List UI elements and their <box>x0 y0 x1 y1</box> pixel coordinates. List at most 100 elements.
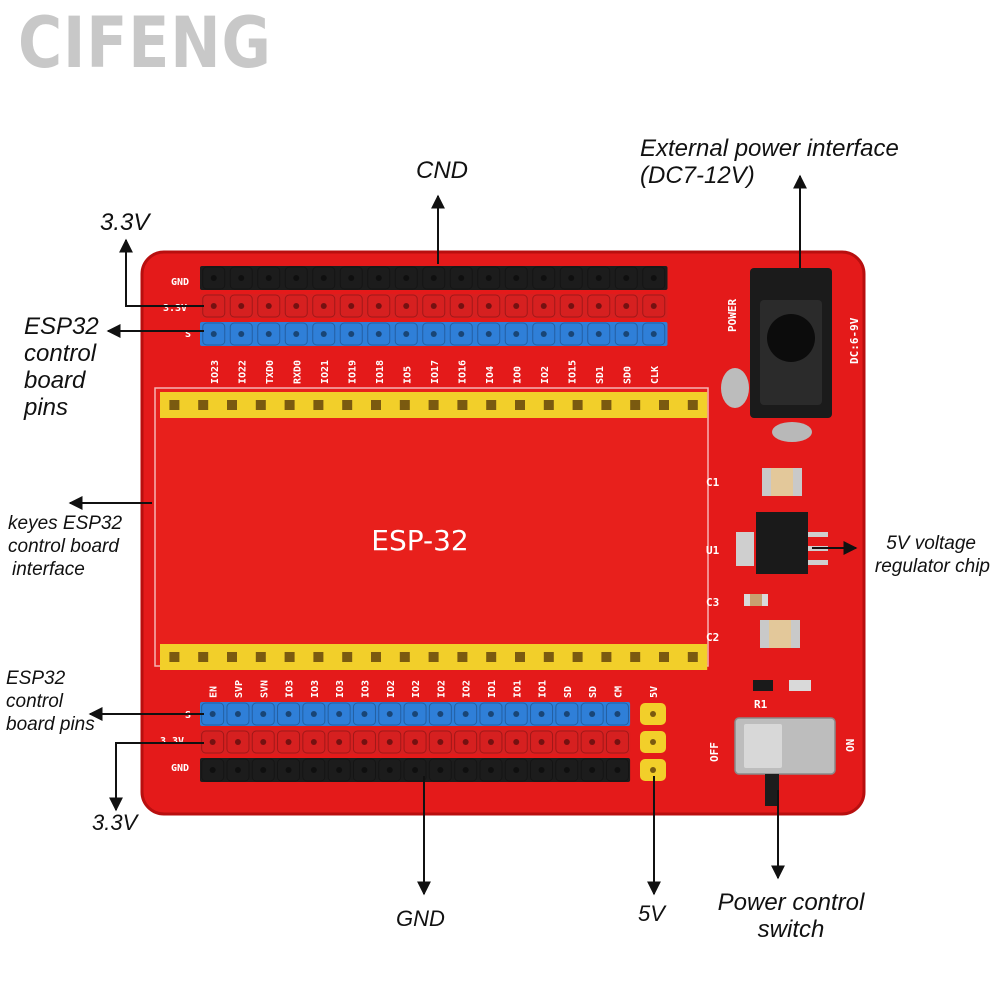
top-33v-row-hole <box>238 303 245 309</box>
top-gnd-row-pin <box>587 266 611 290</box>
bottom-signal-row-hole <box>361 711 368 717</box>
bottom-33v-row-pin <box>251 730 275 754</box>
top-33v-row-hole <box>348 303 355 309</box>
bottom-signal-row-pin <box>428 702 452 726</box>
bottom-33v-row-hole <box>209 739 216 745</box>
bottom-33v-row-pin <box>403 730 427 754</box>
bottom-33v-row-hole <box>589 739 596 745</box>
bottom-33v-row-pin <box>327 730 351 754</box>
callout-33v-bottom: 3.3V <box>92 810 138 835</box>
top-pin-label: IO21 <box>320 360 331 384</box>
callout-keyes-interface: keyes ESP32 control board interface <box>8 513 122 581</box>
bottom-gnd-row-pin <box>504 758 528 782</box>
bottom-gnd-row-pin <box>403 758 427 782</box>
top-33v-row-hole <box>293 303 300 309</box>
top-33v-row-hole <box>485 303 492 309</box>
bottom-signal-row-hole <box>614 711 621 717</box>
top-header-rows <box>200 266 668 346</box>
socket-bottom-hole <box>371 652 381 662</box>
switch-on-label: ON <box>844 739 857 752</box>
bottom-signal-row-hole <box>513 711 520 717</box>
top-33v-row-hole <box>650 303 657 309</box>
bottom-gnd-row-pin <box>428 758 452 782</box>
top-signal-row-pin <box>367 322 391 346</box>
socket-bottom-hole <box>399 652 410 662</box>
top-gnd-row-hole <box>403 275 410 281</box>
bottom-pin-label: SD <box>563 686 574 698</box>
top-33v-row-hole <box>568 303 575 309</box>
top-pin-label: IO23 <box>210 360 221 384</box>
callout-external-power-line1: External power interface <box>640 135 899 162</box>
socket-top-hole <box>284 400 295 410</box>
bottom-33v-row-hole <box>234 739 241 745</box>
bottom-pin-label: IO3 <box>335 680 346 698</box>
bottom-33v-row-pin <box>378 730 402 754</box>
socket-top-hole <box>428 400 439 410</box>
top-gnd-row-pin <box>504 266 528 290</box>
callout-arrows <box>68 174 858 896</box>
bottom-row-label-gnd: GND <box>171 763 189 774</box>
top-signal-row-pin <box>614 322 638 346</box>
top-pin-label: IO18 <box>375 360 386 384</box>
bottom-gnd-row-pin <box>479 758 503 782</box>
bottom-signal-row-hole <box>310 711 317 717</box>
bottom-33v-row-pin <box>277 730 301 754</box>
bottom-pin-label: SVP <box>234 680 245 698</box>
top-33v-row-pin <box>284 294 308 318</box>
switch-off-label: OFF <box>708 742 721 762</box>
top-gnd-row-hole <box>650 275 657 281</box>
capacitor-c3 <box>744 594 768 606</box>
top-gnd-row-hole <box>210 275 217 281</box>
top-signal-row-pin <box>339 322 363 346</box>
bottom-gnd-row-hole <box>260 767 267 773</box>
callout-external-power: External power interface (DC7-12V) <box>640 135 899 190</box>
bottom-signal-row-pin <box>352 702 376 726</box>
bottom-signal-row-pin <box>479 702 503 726</box>
socket-bottom-hole <box>227 652 237 662</box>
bottom-33v-row-pin <box>352 730 376 754</box>
top-33v-row-pin <box>257 294 281 318</box>
bottom-signal-row-pin <box>226 702 250 726</box>
label-r1: R1 <box>754 698 768 711</box>
socket-bottom-hole <box>687 652 698 662</box>
top-gnd-row-hole <box>485 275 492 281</box>
top-pin-label: IO19 <box>347 360 358 384</box>
bottom-33v-row-pin <box>454 730 478 754</box>
top-gnd-row-hole <box>265 275 272 281</box>
callout-5v-bottom: 5V <box>638 901 665 926</box>
top-pin-label: SD1 <box>595 366 606 384</box>
top-signal-row-hole <box>403 331 410 337</box>
bottom-gnd-row-pin <box>454 758 478 782</box>
bottom-gnd-row-hole <box>437 767 444 773</box>
top-gnd-row-hole <box>540 275 547 281</box>
top-gnd-row-hole <box>513 275 520 281</box>
top-33v-row-pin <box>587 294 611 318</box>
socket-bottom-hole <box>630 652 641 662</box>
socket-top-hole <box>515 400 525 410</box>
bottom-signal-row-pin <box>302 702 326 726</box>
socket-top-hole <box>227 400 237 410</box>
top-signal-row-pin <box>229 322 253 346</box>
resistor-r1 <box>753 680 811 691</box>
socket-bottom-hole <box>515 652 525 662</box>
callout-regulator: 5V voltage regulator chip <box>850 533 990 579</box>
bottom-pin-label: IO3 <box>360 680 371 698</box>
bottom-gnd-row-pin <box>302 758 326 782</box>
bottom-33v-row-pin <box>302 730 326 754</box>
bottom-row-label-33v: 3.3V <box>160 736 184 747</box>
callout-esp32-pins-top-line2: control <box>24 339 97 367</box>
top-pin-label: IO15 <box>567 360 578 384</box>
top-signal-row-pin <box>284 322 308 346</box>
top-signal-row-hole <box>238 331 245 337</box>
top-gnd-row-pin <box>614 266 638 290</box>
bottom-signal-row-hole <box>538 711 545 717</box>
socket-top-hole <box>543 400 554 410</box>
socket-top-hole <box>342 400 353 410</box>
top-signal-row-pin <box>559 322 583 346</box>
chip-label: ESP-32 <box>371 524 468 557</box>
bottom-signal-row-pin <box>530 702 554 726</box>
bottom-33v-row-hole <box>487 739 494 745</box>
socket-bottom-hole <box>486 652 497 662</box>
bottom-33v-row-hole <box>285 739 292 745</box>
callout-esp32-pins-bottom: ESP32 control board pins <box>6 668 95 736</box>
